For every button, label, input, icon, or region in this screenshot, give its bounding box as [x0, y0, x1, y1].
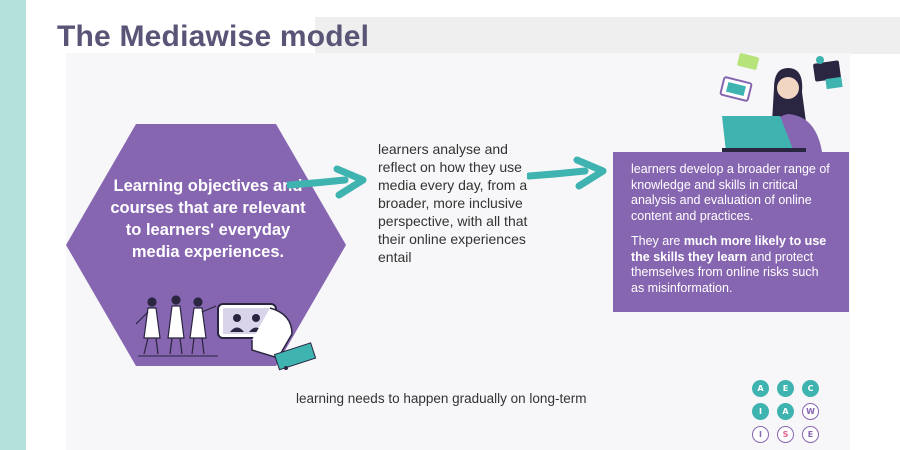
page-title: The Mediawise model: [57, 20, 370, 53]
logo-cell: E: [802, 426, 819, 443]
logo-cell: C: [802, 380, 819, 397]
woman-laptop-illustration: [719, 53, 843, 153]
outcome-box: learners develop a broader range of know…: [613, 152, 849, 312]
outcome-paragraph-2-bold: much more likely to use the skills they …: [631, 234, 827, 264]
hexagon-text: Learning objectives and courses that are…: [110, 177, 306, 261]
outcome-paragraph-2-suffix: and protect themselves from online risks…: [631, 249, 819, 295]
logo-cell: A: [752, 380, 769, 397]
header-strip: [315, 17, 900, 54]
logo-cell: I: [752, 426, 769, 443]
logo-cell: I: [752, 403, 769, 420]
right-arrow-icon: [287, 165, 367, 199]
left-accent-stripe: [0, 0, 26, 450]
logo-cell: W: [802, 403, 819, 420]
right-arrow-icon: [527, 156, 607, 190]
outcome-paragraph-1: learners develop a broader range of know…: [631, 162, 830, 223]
outcome-paragraph-2-prefix: They are: [631, 234, 684, 248]
outcome-paragraph-2: They are much more likely to use the ski…: [631, 234, 835, 296]
middle-explanation-text: learners analyse and reflect on how they…: [378, 141, 528, 265]
logo-cell: S: [777, 426, 794, 443]
logo-cell: E: [777, 380, 794, 397]
logo-cell: A: [777, 403, 794, 420]
phone-video-call-illustration: [217, 303, 317, 371]
bottom-note: learning needs to happen gradually on lo…: [296, 391, 587, 406]
people-dancing-illustration: [135, 295, 218, 357]
logo-icon-grid: A E C I A W I S E: [752, 380, 824, 446]
